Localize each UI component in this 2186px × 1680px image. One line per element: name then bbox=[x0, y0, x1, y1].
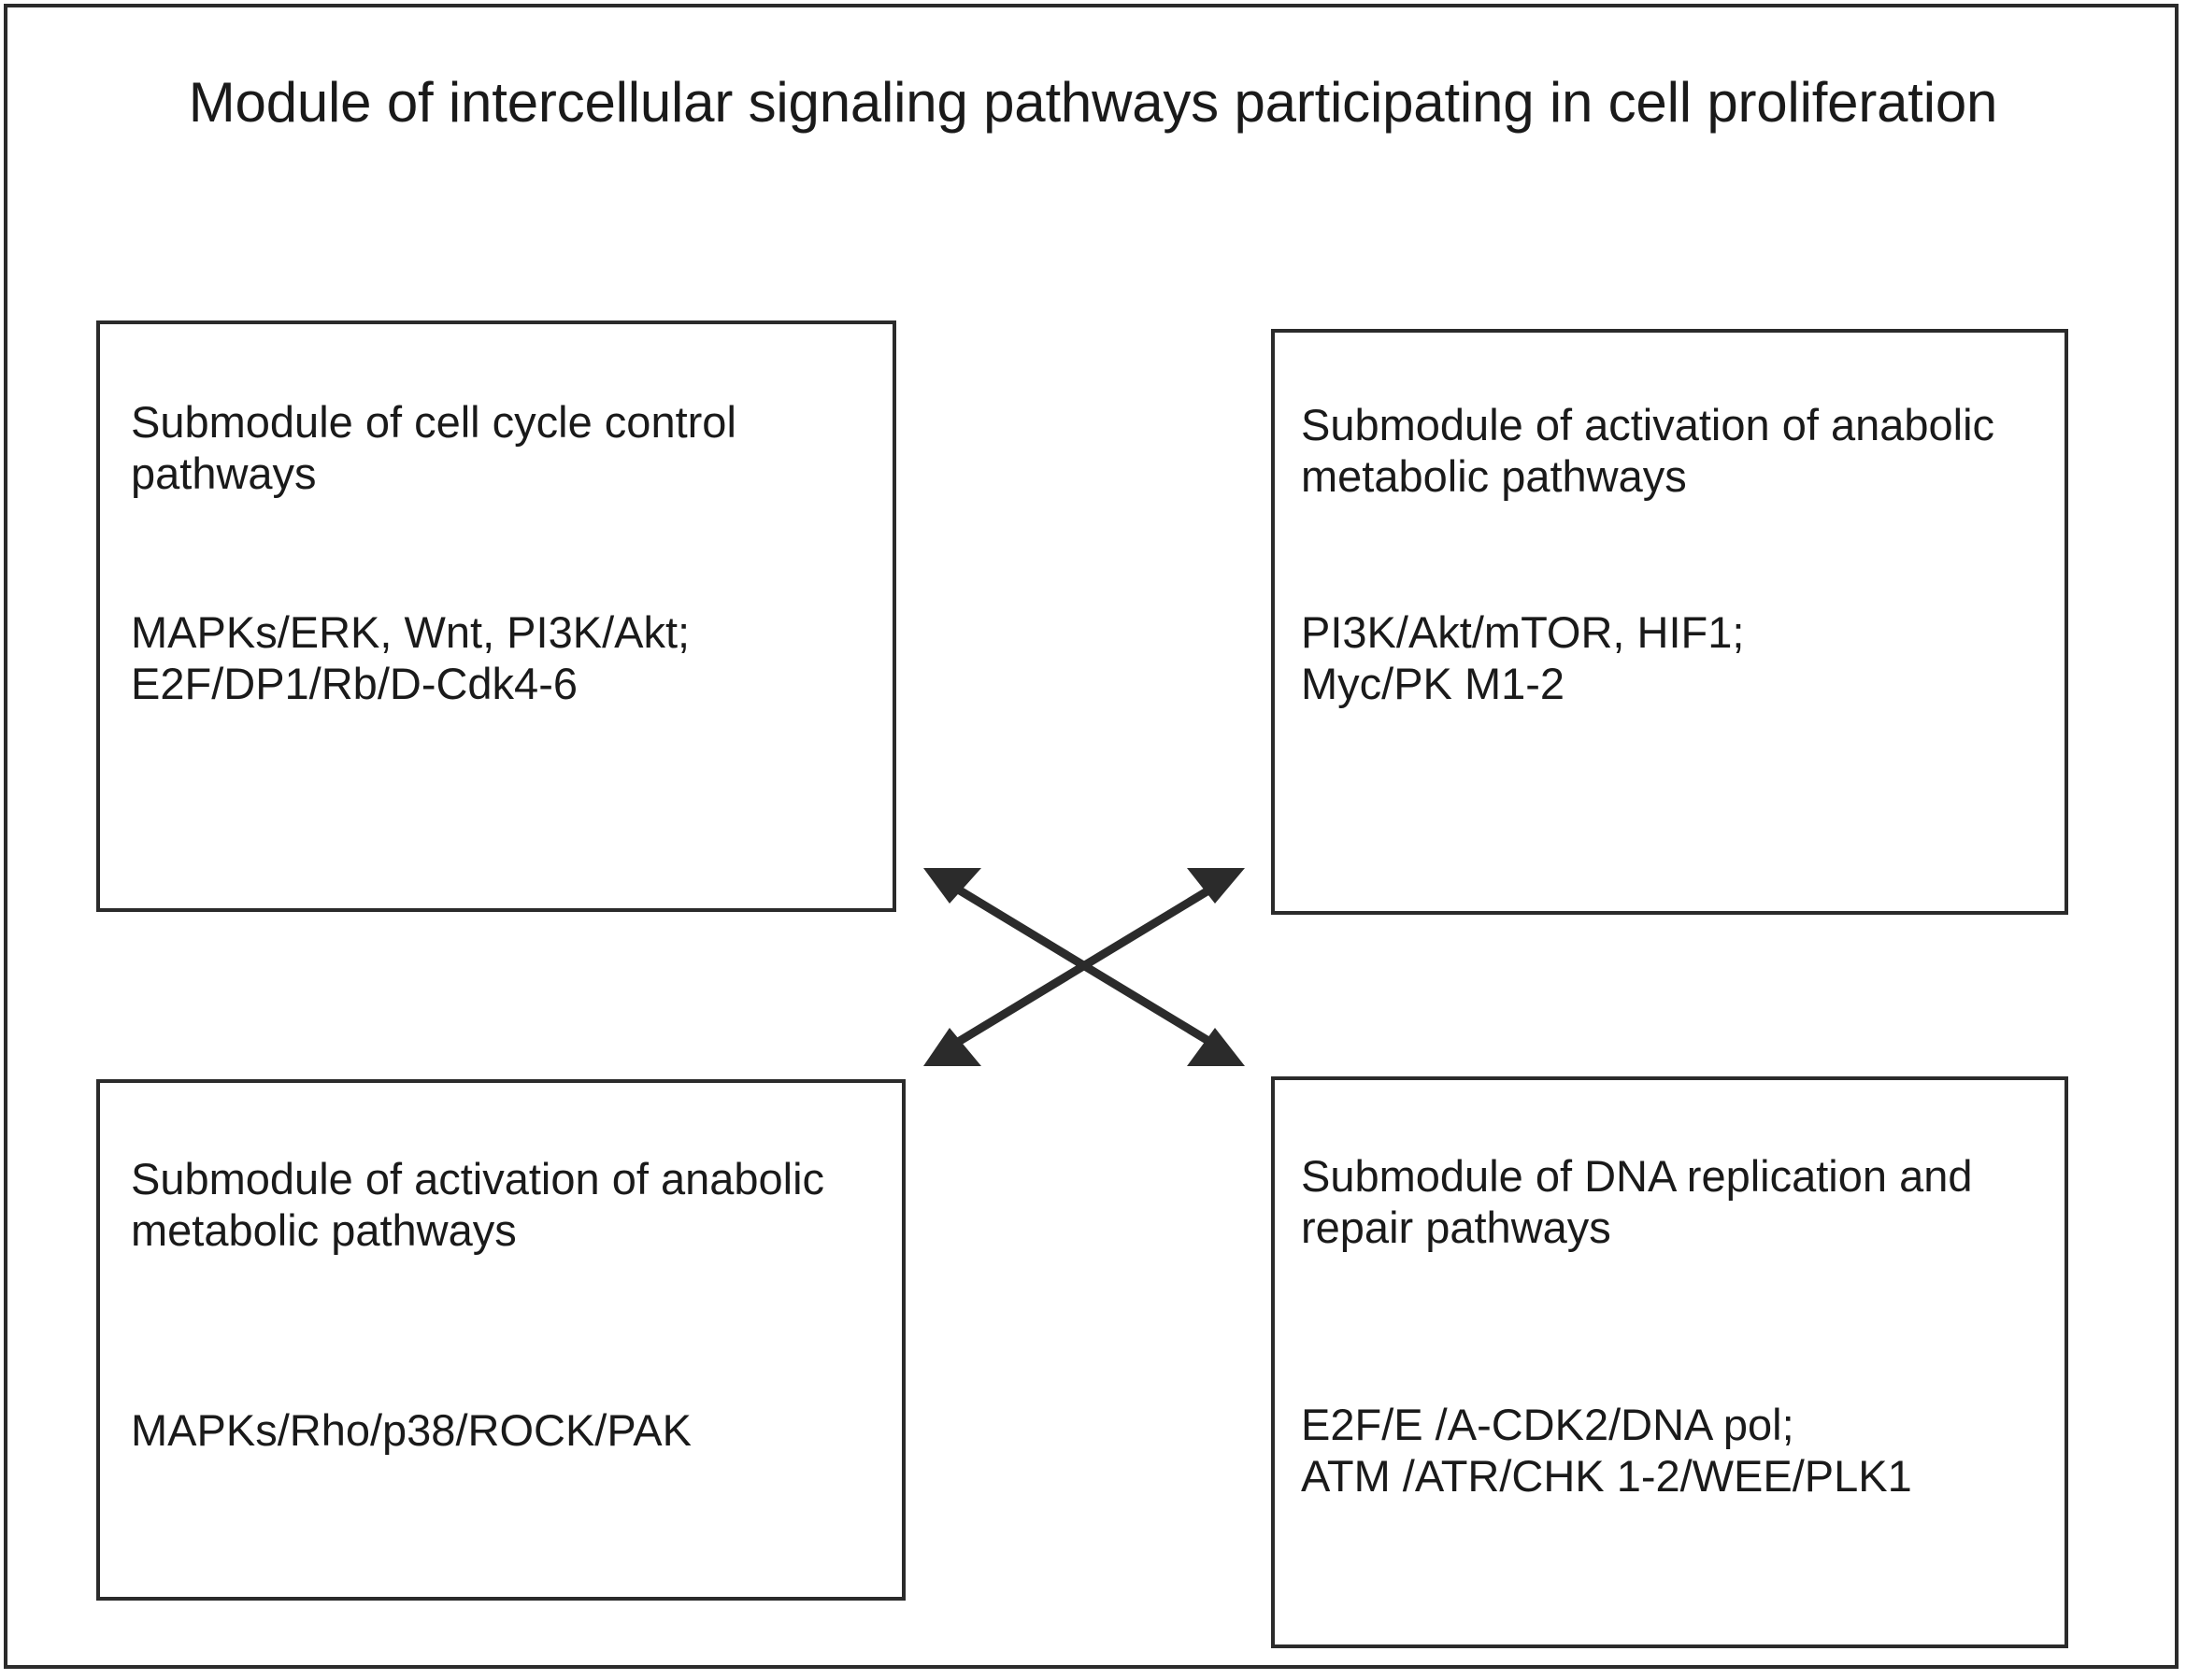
crossed-arrows-connector bbox=[897, 836, 1271, 1089]
diagram-title: Module of intercellular signaling pathwa… bbox=[188, 71, 1998, 134]
arrowhead-top-left-icon bbox=[923, 868, 981, 904]
submodule-title-anabolic-metabolic-top: Submodule of activation of anabolic meta… bbox=[1301, 400, 1995, 501]
arrow-line-topleft-to-bottomright bbox=[952, 884, 1216, 1047]
submodule-title-cell-cycle-control: Submodule of cell cycle control pathways bbox=[131, 397, 736, 498]
box-content-dna-replication: Submodule of DNA replication and repair … bbox=[1275, 1080, 2065, 1644]
submodule-title-anabolic-metabolic-bottom: Submodule of activation of anabolic meta… bbox=[131, 1154, 825, 1255]
submodule-box-cell-cycle-control: Submodule of cell cycle control pathways… bbox=[96, 320, 896, 912]
submodule-pathways-anabolic-metabolic-top: PI3K/Akt/mTOR, HIF1; Myc/PK M1-2 bbox=[1301, 607, 1745, 708]
box-content-anabolic-bottom: Submodule of activation of anabolic meta… bbox=[100, 1083, 902, 1597]
box-content-anabolic-top: Submodule of activation of anabolic meta… bbox=[1275, 333, 2065, 911]
submodule-title-dna-replication-repair: Submodule of DNA replication and repair … bbox=[1301, 1151, 1973, 1252]
outer-frame-border bbox=[4, 4, 2179, 1669]
arrowhead-top-right-icon bbox=[1187, 868, 1245, 904]
submodule-box-anabolic-metabolic-bottom: Submodule of activation of anabolic meta… bbox=[96, 1079, 906, 1601]
submodule-pathways-cell-cycle-control: MAPKs/ERK, Wnt, PI3K/Akt; E2F/DP1/Rb/D-C… bbox=[131, 607, 691, 708]
arrowhead-bottom-left-icon bbox=[923, 1028, 981, 1066]
submodule-box-anabolic-metabolic-top: Submodule of activation of anabolic meta… bbox=[1271, 329, 2068, 915]
submodule-box-dna-replication-repair: Submodule of DNA replication and repair … bbox=[1271, 1076, 2068, 1648]
box-content-cell-cycle: Submodule of cell cycle control pathways… bbox=[100, 324, 893, 908]
submodule-pathways-anabolic-metabolic-bottom: MAPKs/Rho/p38/ROCK/PAK bbox=[131, 1405, 692, 1455]
arrowhead-bottom-right-icon bbox=[1187, 1028, 1245, 1066]
crossed-arrows-svg bbox=[923, 868, 1245, 1066]
submodule-pathways-dna-replication-repair: E2F/E /A-CDK2/DNA pol; ATM /ATR/CHK 1-2/… bbox=[1301, 1400, 1912, 1501]
